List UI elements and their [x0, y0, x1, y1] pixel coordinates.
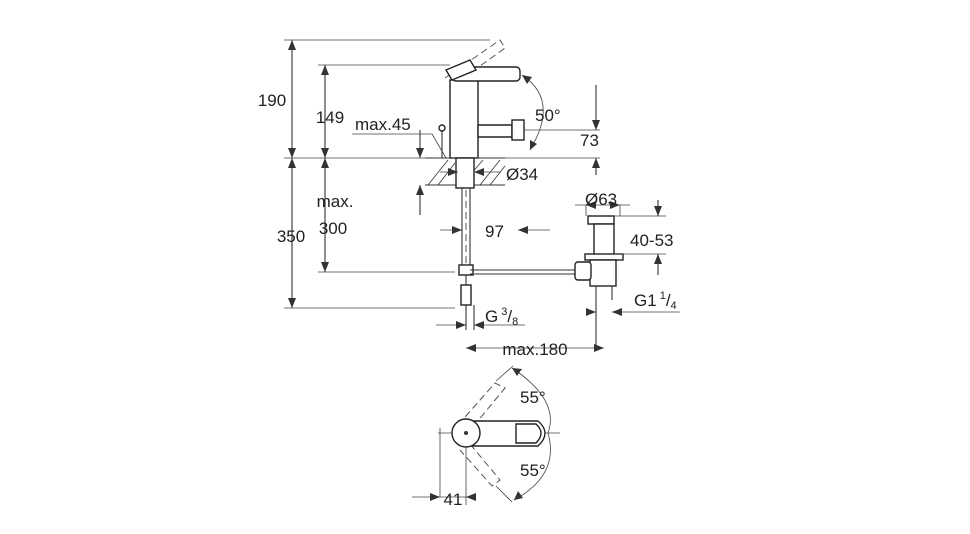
- dim-diameter-34: Ø34: [506, 165, 538, 184]
- max180-dim: [466, 344, 604, 352]
- dim-angle-55-top: 55°: [520, 388, 546, 407]
- waste-height-dim: [614, 200, 666, 275]
- dim-angle-55-bottom: 55°: [520, 461, 546, 480]
- bidet-mixer-body: [438, 59, 525, 159]
- dim-g-left-den: 8: [512, 316, 518, 328]
- waste-fitting: [574, 201, 630, 350]
- dim-41: 41: [444, 490, 463, 509]
- dim-190: 190: [258, 91, 286, 110]
- dim-149: 149: [316, 108, 344, 127]
- dim-g-left-base: G: [485, 307, 498, 326]
- hose-thread-dim: [436, 321, 525, 329]
- dim-g-right-slash: /: [666, 291, 671, 310]
- dim-diameter-63: Ø63: [585, 190, 617, 209]
- handle-alternate-position: [444, 39, 506, 85]
- dim-angle-50: 50°: [535, 106, 561, 125]
- spray-angle: [521, 74, 600, 175]
- dim-g-right-base: G1: [634, 291, 657, 310]
- dim-g-left-num: 3: [501, 306, 507, 318]
- dim-max45: max.45: [355, 115, 411, 134]
- handle-top: [451, 418, 546, 448]
- handle-swing-positions: [457, 365, 514, 503]
- side-view: 190 149 max.45 50° 73 Ø34 max. 300 350 9…: [258, 39, 680, 359]
- dim-max-word: max.: [317, 192, 354, 211]
- vertical-dimension-lines: [284, 39, 600, 309]
- dim-g-right-num: 1: [660, 290, 666, 302]
- top-view: 55° 55° 41: [412, 365, 560, 509]
- shank-and-hose: [455, 157, 475, 330]
- waste-thread-dim: [586, 308, 680, 316]
- handle-offset-dim: [412, 447, 476, 505]
- dim-max180: max.180: [502, 340, 567, 359]
- popup-rod: [470, 269, 578, 275]
- shank-dims: [440, 168, 550, 234]
- dim-350: 350: [277, 227, 305, 246]
- max45-leader: [352, 133, 447, 159]
- dim-g-right-den: 4: [671, 300, 677, 312]
- dim-300: 300: [319, 219, 347, 238]
- rotation-angles: [511, 367, 551, 501]
- dim-g-left-slash: /: [507, 307, 512, 326]
- dim-73: 73: [580, 131, 599, 150]
- dim-40-53: 40-53: [630, 231, 673, 250]
- dim-97: 97: [485, 222, 504, 241]
